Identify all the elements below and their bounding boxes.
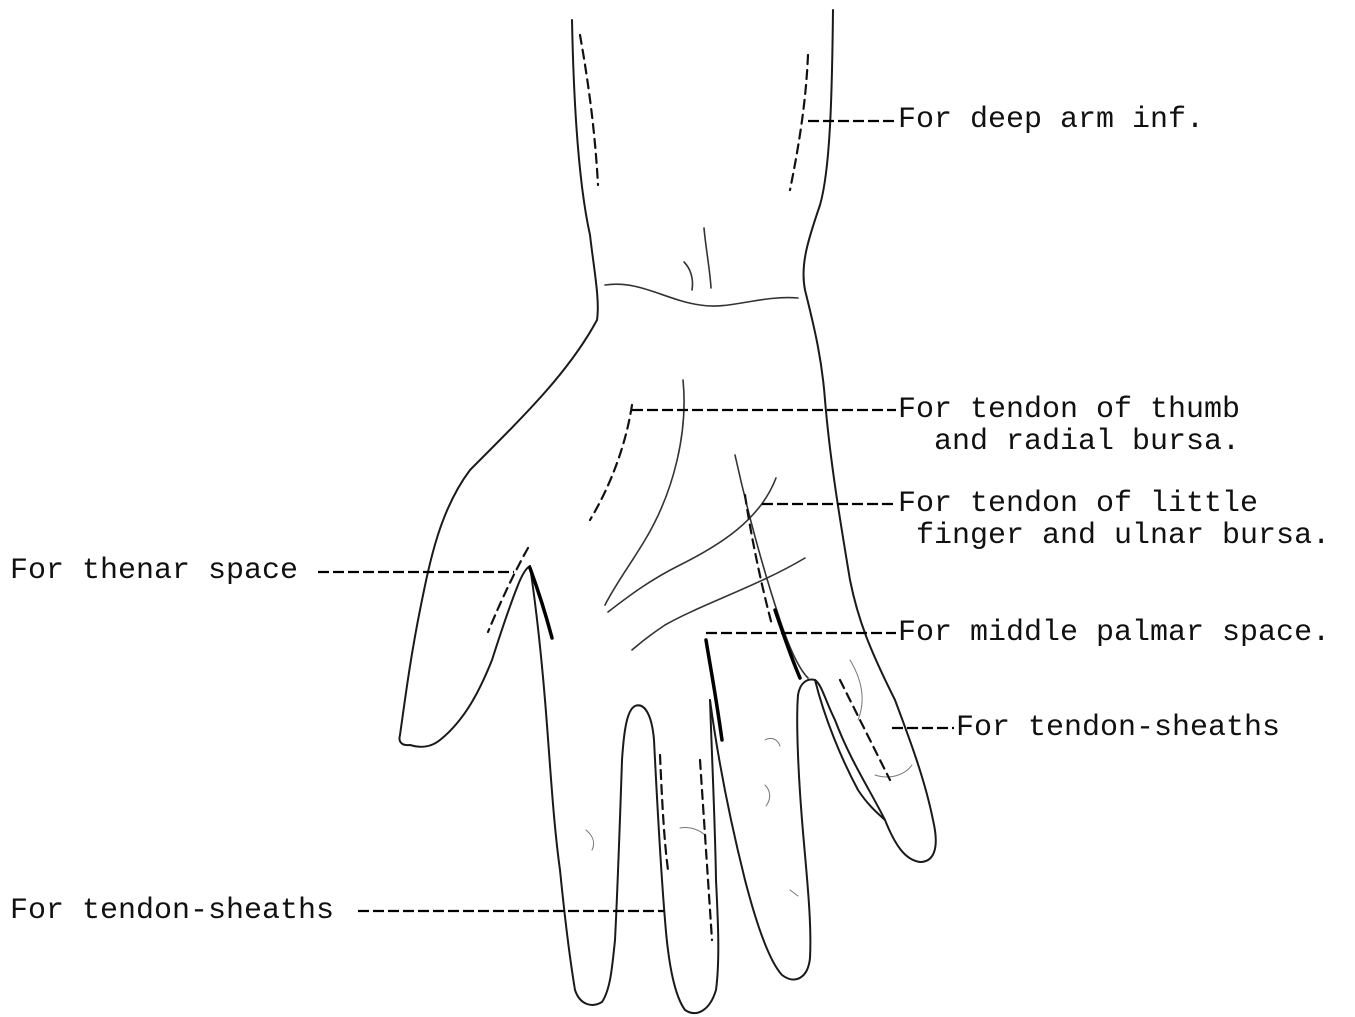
incision-forearm-left (580, 35, 598, 185)
finger-crease-2 (680, 827, 706, 836)
finger-crease-7 (875, 765, 912, 777)
palm-crease-thenar (605, 380, 684, 605)
incision-little-finger-tendon (745, 495, 772, 625)
incision-forearm-right (790, 55, 808, 190)
label-thenar-space: For thenar space (10, 555, 298, 587)
incision-thumb-tendon (590, 405, 632, 520)
incision-thenar-solid (530, 568, 552, 638)
wrist-mark-1 (684, 262, 693, 290)
wrist-crease (605, 284, 798, 306)
incision-finger-2 (700, 760, 712, 940)
label-thumb-tendon: For tendon of thumb and radial bursa. (898, 394, 1240, 458)
wrist-mark-2 (704, 228, 711, 288)
middle-finger (665, 700, 718, 1013)
thumb (410, 566, 530, 747)
incision-hypothenar (775, 610, 800, 678)
finger-crease-1 (586, 830, 594, 850)
incision-little-finger (840, 680, 890, 780)
finger-crease-4 (765, 738, 780, 746)
label-little-finger-tendon: For tendon of little finger and ulnar bu… (898, 488, 1330, 552)
label-tendon-sheaths-right: For tendon-sheaths (956, 712, 1280, 744)
incision-thenar (488, 548, 528, 632)
palm-crease-proximal (608, 478, 776, 612)
ring-finger (710, 680, 815, 980)
palm-crease-distal (632, 558, 805, 650)
finger-crease-3 (765, 785, 770, 806)
finger-crease-5 (790, 890, 798, 896)
label-tendon-sheaths-left: For tendon-sheaths (10, 895, 334, 927)
label-deep-arm: For deep arm inf. (898, 104, 1204, 136)
label-middle-palmar-space: For middle palmar space. (898, 617, 1330, 649)
